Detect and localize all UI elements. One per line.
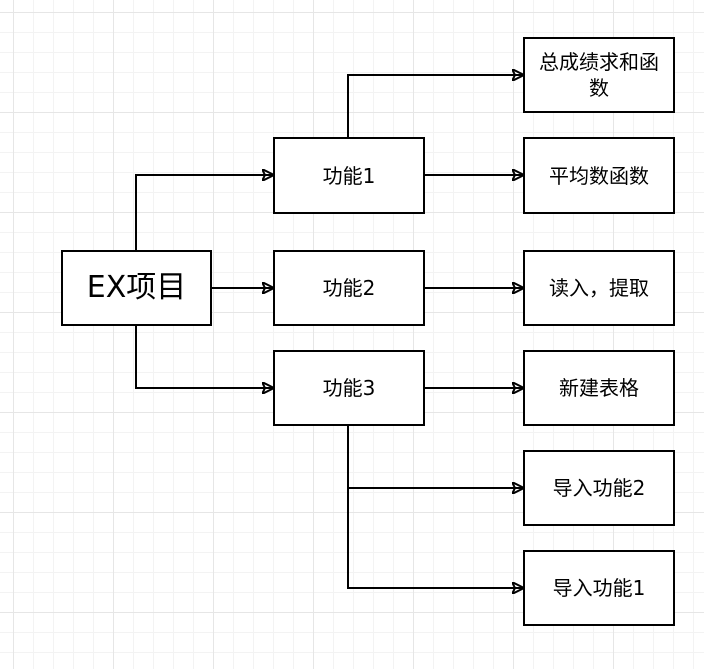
node-import-func2-label: 导入功能2 <box>552 476 646 500</box>
node-func1[interactable]: 功能1 <box>273 137 425 214</box>
edge-root-to-func3 <box>135 325 272 388</box>
node-func2-label: 功能2 <box>322 276 376 300</box>
edge-root-to-func1 <box>135 175 272 250</box>
node-func3-label: 功能3 <box>322 376 376 400</box>
node-read-extract[interactable]: 读入，提取 <box>523 250 675 326</box>
node-func3[interactable]: 功能3 <box>273 350 425 426</box>
edge-func1-to-sum <box>347 75 522 137</box>
node-root-label: EX项目 <box>86 270 187 305</box>
edge-func3-to-import2 <box>347 425 522 488</box>
node-new-table[interactable]: 新建表格 <box>523 350 675 426</box>
node-import-func1-label: 导入功能1 <box>552 576 646 600</box>
node-import-func2[interactable]: 导入功能2 <box>523 450 675 526</box>
node-sum-function[interactable]: 总成绩求和函数 <box>523 37 675 113</box>
node-average-function[interactable]: 平均数函数 <box>523 137 675 214</box>
node-read-extract-label: 读入，提取 <box>549 276 649 300</box>
node-new-table-label: 新建表格 <box>559 376 639 400</box>
node-func2[interactable]: 功能2 <box>273 250 425 326</box>
node-func1-label: 功能1 <box>322 163 376 188</box>
node-sum-function-label: 总成绩求和函数 <box>539 50 659 100</box>
node-root[interactable]: EX项目 <box>61 250 212 326</box>
edge-func3-to-import1 <box>347 488 522 588</box>
node-import-func1[interactable]: 导入功能1 <box>523 550 675 626</box>
node-average-function-label: 平均数函数 <box>549 163 649 188</box>
